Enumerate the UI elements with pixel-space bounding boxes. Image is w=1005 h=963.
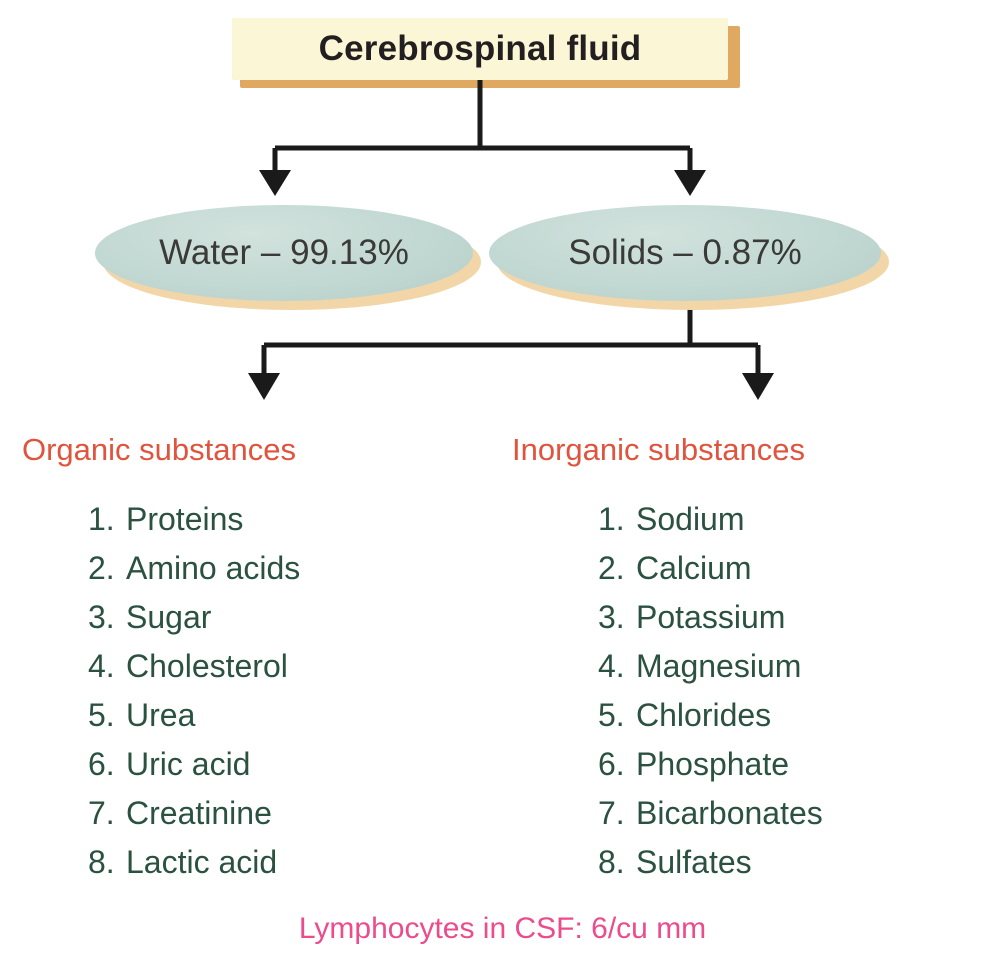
list-item-label: Sodium (636, 501, 745, 537)
list-inorganic-substances: 1. Sodium 2. Calcium 3. Potassium 4. Mag… (598, 495, 823, 887)
list-item-label: Creatinine (126, 795, 272, 831)
list-item-number: 1. (598, 501, 625, 537)
list-item: 3. Sugar (88, 593, 300, 642)
list-item: 2. Calcium (598, 544, 823, 593)
branch-node-solids-label: Solids – 0.87% (568, 233, 802, 272)
list-item-number: 2. (88, 550, 115, 586)
list-item-label: Urea (126, 697, 196, 733)
page-title: Cerebrospinal fluid (318, 29, 642, 68)
list-item: 4. Magnesium (598, 642, 823, 691)
list-item-label: Sugar (126, 599, 212, 635)
list-item-label: Magnesium (636, 648, 802, 684)
arrowhead-organic (248, 373, 280, 400)
branch-node-solids: Solids – 0.87% (489, 205, 889, 310)
list-item-label: Calcium (636, 550, 752, 586)
list-item: 1. Sodium (598, 495, 823, 544)
list-item: 6. Uric acid (88, 740, 300, 789)
list-item-label: Amino acids (126, 550, 301, 586)
list-item-label: Lactic acid (126, 844, 278, 880)
list-item: 7. Bicarbonates (598, 789, 823, 838)
branch-node-solids-body: Solids – 0.87% (489, 205, 881, 301)
list-item-number: 5. (88, 697, 115, 733)
list-item: 5. Chlorides (598, 691, 823, 740)
list-organic-substances: 1. Proteins 2. Amino acids 3. Sugar 4. C… (88, 495, 300, 887)
footnote-lymphocytes: Lymphocytes in CSF: 6/cu mm (298, 912, 707, 945)
list-item: 7. Creatinine (88, 789, 300, 838)
list-item-number: 4. (88, 648, 115, 684)
list-item-label: Cholesterol (126, 648, 288, 684)
list-item: 4. Cholesterol (88, 642, 300, 691)
title-box: Cerebrospinal fluid (232, 18, 728, 80)
list-item-label: Potassium (636, 599, 786, 635)
list-item-number: 3. (88, 599, 115, 635)
heading-inorganic-substances: Inorganic substances (512, 432, 805, 467)
branch-node-water-label: Water – 99.13% (159, 233, 409, 272)
list-item: 1. Proteins (88, 495, 300, 544)
list-item-number: 2. (598, 550, 625, 586)
list-item-number: 4. (598, 648, 625, 684)
list-item-number: 6. (88, 746, 115, 782)
list-item: 6. Phosphate (598, 740, 823, 789)
list-item-label: Chlorides (636, 697, 772, 733)
branch-node-water-body: Water – 99.13% (95, 205, 473, 301)
list-item: 8. Sulfates (598, 838, 823, 887)
arrowhead-solids (674, 170, 706, 196)
list-item-number: 7. (598, 795, 625, 831)
list-item-label: Sulfates (636, 844, 752, 880)
list-item: 2. Amino acids (88, 544, 300, 593)
list-item-label: Phosphate (636, 746, 790, 782)
list-item: 8. Lactic acid (88, 838, 300, 887)
list-item-label: Bicarbonates (636, 795, 823, 831)
list-item-number: 8. (88, 844, 115, 880)
list-item: 3. Potassium (598, 593, 823, 642)
list-item-number: 6. (598, 746, 625, 782)
list-item-label: Proteins (126, 501, 244, 537)
list-item-number: 7. (88, 795, 115, 831)
list-item-number: 8. (598, 844, 625, 880)
list-item: 5. Urea (88, 691, 300, 740)
list-item-label: Uric acid (126, 746, 251, 782)
arrowhead-inorganic (742, 373, 774, 400)
arrowhead-water (259, 170, 291, 196)
list-item-number: 3. (598, 599, 625, 635)
heading-organic-substances: Organic substances (22, 432, 296, 467)
branch-node-water: Water – 99.13% (95, 205, 481, 310)
list-item-number: 5. (598, 697, 625, 733)
list-item-number: 1. (88, 501, 115, 537)
